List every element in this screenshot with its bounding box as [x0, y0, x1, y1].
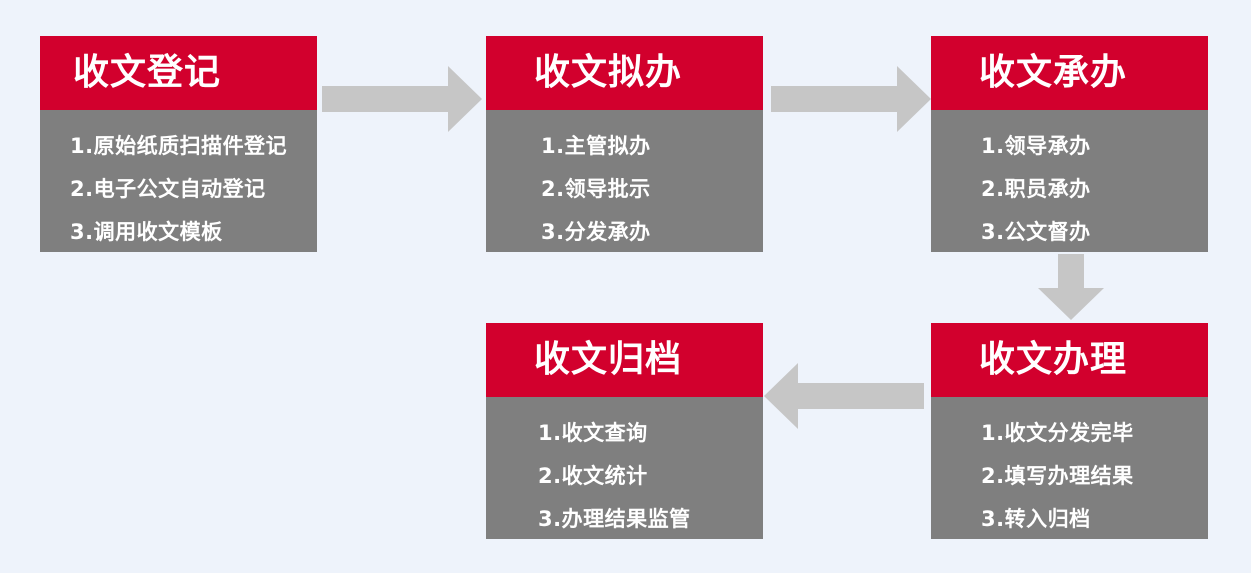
step-body: 1.收文查询 2.收文统计 3.办理结果监管: [486, 397, 763, 539]
step-title: 收文承办: [931, 36, 1208, 110]
arrow-down-icon: [1038, 254, 1104, 320]
step-body: 1.主管拟办 2.领导批示 3.分发承办: [486, 110, 763, 252]
step-box-registration: 收文登记 1.原始纸质扫描件登记 2.电子公文自动登记 3.调用收文模板: [40, 36, 317, 252]
step-title: 收文登记: [40, 36, 317, 110]
step-item: 3.办理结果监管: [538, 507, 691, 531]
step-box-archive: 收文归档 1.收文查询 2.收文统计 3.办理结果监管: [486, 323, 763, 539]
arrow-left-icon: [764, 363, 924, 429]
step-item: 2.领导批示: [541, 177, 651, 201]
step-title: 收文拟办: [486, 36, 763, 110]
step-item: 3.分发承办: [541, 220, 651, 244]
step-box-undertaking: 收文承办 1.领导承办 2.职员承办 3.公文督办: [931, 36, 1208, 252]
arrow-right-icon: [322, 66, 482, 132]
step-box-handling: 收文办理 1.收文分发完毕 2.填写办理结果 3.转入归档: [931, 323, 1208, 539]
step-box-proposal: 收文拟办 1.主管拟办 2.领导批示 3.分发承办: [486, 36, 763, 252]
step-item: 3.调用收文模板: [70, 220, 223, 244]
step-item: 1.收文分发完毕: [981, 421, 1134, 445]
step-item: 2.收文统计: [538, 464, 648, 488]
step-item: 2.填写办理结果: [981, 464, 1134, 488]
step-body: 1.领导承办 2.职员承办 3.公文督办: [931, 110, 1208, 252]
step-item: 1.主管拟办: [541, 134, 651, 158]
step-item: 3.公文督办: [981, 220, 1091, 244]
step-item: 2.职员承办: [981, 177, 1091, 201]
step-body: 1.原始纸质扫描件登记 2.电子公文自动登记 3.调用收文模板: [40, 110, 317, 252]
step-item: 3.转入归档: [981, 507, 1091, 531]
step-body: 1.收文分发完毕 2.填写办理结果 3.转入归档: [931, 397, 1208, 539]
step-title: 收文归档: [486, 323, 763, 397]
step-title: 收文办理: [931, 323, 1208, 397]
step-item: 1.原始纸质扫描件登记: [70, 134, 288, 158]
step-item: 1.领导承办: [981, 134, 1091, 158]
step-item: 2.电子公文自动登记: [70, 177, 266, 201]
step-item: 1.收文查询: [538, 421, 648, 445]
arrow-right-icon: [771, 66, 931, 132]
